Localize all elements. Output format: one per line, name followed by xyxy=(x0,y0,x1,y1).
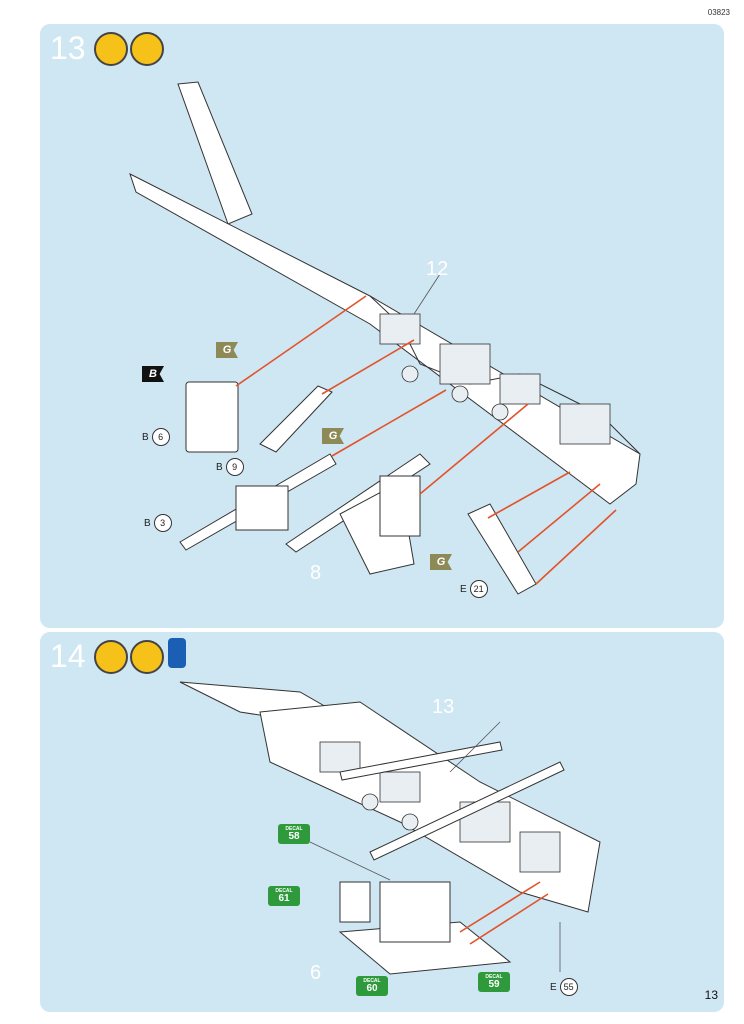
part-ref-e55: E 55 xyxy=(550,978,578,996)
paint-jar-icon xyxy=(168,638,186,668)
catalog-code: 03823 xyxy=(707,8,730,17)
part-ref-b6: B 6 xyxy=(142,428,170,446)
decal-label: DECAL xyxy=(485,973,503,980)
decal-label: DECAL xyxy=(363,977,381,984)
callout-6: 6 xyxy=(310,962,322,984)
ref-letter: B xyxy=(144,517,151,529)
page-number: 13 xyxy=(704,988,718,1002)
callout-12: 12 xyxy=(426,258,449,280)
ref-letter: B xyxy=(216,461,223,473)
ref-number: 3 xyxy=(153,514,172,532)
step-13-drawing xyxy=(129,81,641,595)
decal-number: 58 xyxy=(288,830,300,842)
callout-13: 13 xyxy=(432,696,455,718)
callout-8: 8 xyxy=(310,562,322,584)
ref-number: 6 xyxy=(151,428,170,446)
ref-letter: E xyxy=(460,583,467,595)
decal-badge-58: DECAL 58 xyxy=(278,824,310,844)
step-number: 14 xyxy=(50,638,86,674)
decal-badge-59: DECAL 59 xyxy=(478,972,510,992)
ref-letter: E xyxy=(550,981,557,993)
ref-number: 21 xyxy=(469,580,488,598)
part-ref-b3: B 3 xyxy=(144,514,172,532)
decal-label: DECAL xyxy=(285,825,303,832)
step-14-drawing xyxy=(179,681,601,975)
glue-icon xyxy=(94,32,128,66)
paint-flag-g: G xyxy=(430,554,452,570)
ref-number: 55 xyxy=(559,978,578,996)
decal-number: 60 xyxy=(366,982,378,994)
ref-number: 9 xyxy=(225,458,244,476)
paint-flag-b: B xyxy=(142,366,164,382)
decal-icon xyxy=(130,640,164,674)
step-13-panel: 13 xyxy=(40,24,724,628)
decal-label: DECAL xyxy=(275,887,293,894)
decal-badge-61: DECAL 61 xyxy=(268,886,300,906)
paint-brush-icon xyxy=(130,32,164,66)
ref-letter: B xyxy=(142,431,149,443)
part-ref-e21: E 21 xyxy=(460,580,488,598)
decal-number: 59 xyxy=(488,978,500,990)
decal-number: 61 xyxy=(278,892,290,904)
glue-icon xyxy=(94,640,128,674)
paint-flag-g: G xyxy=(216,342,238,358)
decal-badge-60: DECAL 60 xyxy=(356,976,388,996)
part-ref-b9: B 9 xyxy=(216,458,244,476)
step-14-panel: 14 13 6 DECAL 58 xyxy=(40,632,724,1012)
paint-flag-g: G xyxy=(322,428,344,444)
step-number: 13 xyxy=(50,30,86,66)
